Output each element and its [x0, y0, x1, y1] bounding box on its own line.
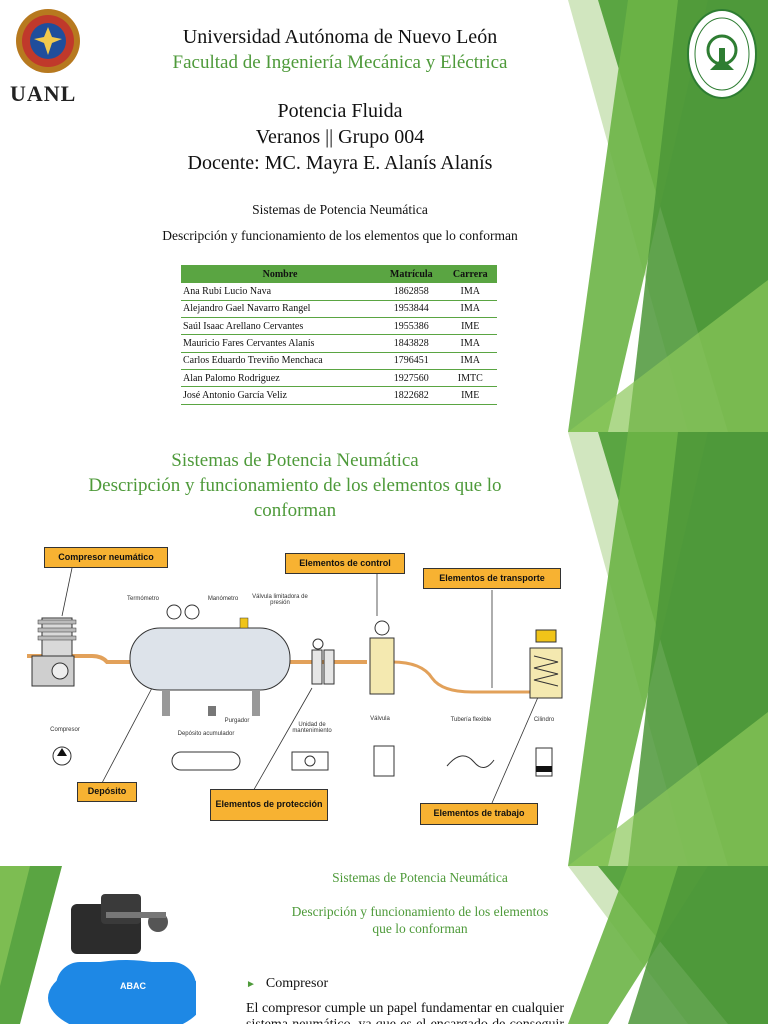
students-table: Nombre Matrícula Carrera Ana Rubí Lucio …: [181, 265, 497, 405]
slide2-title-line1: Sistemas de Potencia Neumática: [171, 450, 419, 471]
group-name: Veranos || Grupo 004: [255, 126, 425, 148]
cell-career: IMA: [443, 334, 497, 353]
bullet-item: ► Compresor: [246, 976, 328, 992]
slide3-title-line2: Descripción y funcionamiento de los elem…: [291, 904, 549, 919]
air-compressor-image: ABAC: [48, 894, 196, 1024]
green-decoration: [568, 866, 768, 1024]
label-drain: Purgador: [224, 718, 250, 724]
cell-career: IMA: [443, 283, 497, 301]
slide2-title-line2: Descripción y funcionamiento de los elem…: [88, 475, 502, 496]
label-flexible-pipe: Tubería flexible: [450, 717, 492, 723]
cell-career: IMA: [443, 300, 497, 319]
cell-name: Alejandro Gael Navarro Rangel: [181, 300, 380, 319]
cell-name: Saúl Isaac Arellano Cervantes: [181, 317, 380, 336]
label-accumulator: Depósito acumulador: [177, 731, 235, 737]
compressor-paragraph: El compresor cumple un papel fundamentar…: [246, 1001, 564, 1024]
slide3-title-line1: Sistemas de Potencia Neumática: [332, 870, 508, 885]
label-protection: Elementos de protección: [210, 789, 328, 821]
cell-career: IMA: [443, 352, 497, 370]
label-control: Elementos de control: [285, 553, 405, 574]
label-tank: Depósito: [77, 782, 137, 802]
label-thermometer: Termómetro: [126, 596, 159, 602]
label-compressor: Compresor neumático: [44, 547, 168, 568]
col-header-career: Carrera: [443, 265, 497, 283]
symbols-row: [52, 745, 553, 777]
pneumatic-system-diagram: [27, 567, 563, 804]
university-name: Universidad Autónoma de Nuevo León: [182, 26, 498, 48]
topic-subtitle: Descripción y funcionamiento de los elem…: [162, 228, 518, 243]
green-decoration: [568, 0, 768, 432]
bullet-arrow-icon: ►: [246, 979, 256, 990]
slide-cover: UANL Universidad Autónoma de Nuevo León …: [0, 0, 768, 432]
cell-career: IME: [443, 386, 497, 405]
label-relief-valve: Válvula limitadora de presión: [252, 594, 308, 606]
cell-id: 1953844: [379, 300, 444, 319]
cell-id: 1862858: [379, 283, 444, 301]
cell-id: 1843828: [379, 334, 444, 353]
valve-drawing: [369, 620, 395, 695]
cell-name: Carlos Eduardo Treviño Menchaca: [181, 352, 380, 370]
course-name: Potencia Fluida: [277, 100, 403, 122]
cell-career: IMTC: [443, 369, 497, 388]
cell-id: 1927560: [379, 369, 444, 388]
green-decoration: [568, 432, 768, 866]
cell-id: 1796451: [379, 352, 444, 370]
label-valve-symbol: Válvula: [370, 716, 390, 722]
cell-id: 1955386: [379, 317, 444, 336]
cell-name: José Antonio García Veliz: [181, 386, 380, 405]
label-maintenance-unit: Unidad de mantenimiento: [292, 722, 332, 734]
uanl-logo-text: UANL: [10, 81, 77, 106]
cell-name: Mauricio Fares Cervantes Alanís: [181, 334, 380, 353]
label-compressor-symbol: Compresor: [50, 727, 80, 733]
cylinder-drawing: [529, 629, 563, 699]
table-header-row: Nombre Matrícula Carrera: [181, 265, 497, 283]
tank-drawing: [129, 604, 291, 716]
col-header-id: Matrícula: [379, 265, 444, 283]
cell-career: IME: [443, 317, 497, 336]
col-header-name: Nombre: [181, 265, 380, 283]
green-decoration-left: [0, 866, 62, 1024]
bullet-text: Compresor: [265, 976, 329, 991]
compressor-brand: ABAC: [120, 981, 146, 991]
label-transport: Elementos de transporte: [423, 568, 561, 589]
slide3-title-line3: que lo conforman: [372, 921, 468, 936]
teacher-name: Docente: MC. Mayra E. Alanís Alanís: [187, 152, 493, 174]
uanl-seal-icon: [16, 9, 80, 73]
cell-name: Alan Palomo Rodriguez: [181, 369, 380, 388]
label-work: Elementos de trabajo: [420, 803, 538, 825]
topic-title: Sistemas de Potencia Neumática: [252, 202, 428, 217]
label-manometer: Manómetro: [207, 596, 239, 602]
slide-compressor: ABAC Sistemas de Potencia Neumática Desc…: [0, 866, 768, 1024]
slide-diagram: Sistemas de Potencia Neumática Descripci…: [0, 432, 768, 866]
maintenance-unit-drawing: [311, 638, 335, 685]
left-green-strip: [0, 866, 62, 1024]
compressor-drawing: [31, 617, 77, 687]
slide2-title-line3: conforman: [253, 500, 337, 521]
label-cylinder-symbol: Cilindro: [533, 717, 555, 723]
cell-id: 1822682: [379, 386, 444, 405]
faculty-name: Facultad de Ingeniería Mecánica y Eléctr…: [172, 52, 508, 73]
uanl-logo: UANL: [10, 5, 90, 106]
cell-name: Ana Rubí Lucio Nava: [181, 283, 380, 301]
fime-seal-icon: [687, 9, 757, 99]
